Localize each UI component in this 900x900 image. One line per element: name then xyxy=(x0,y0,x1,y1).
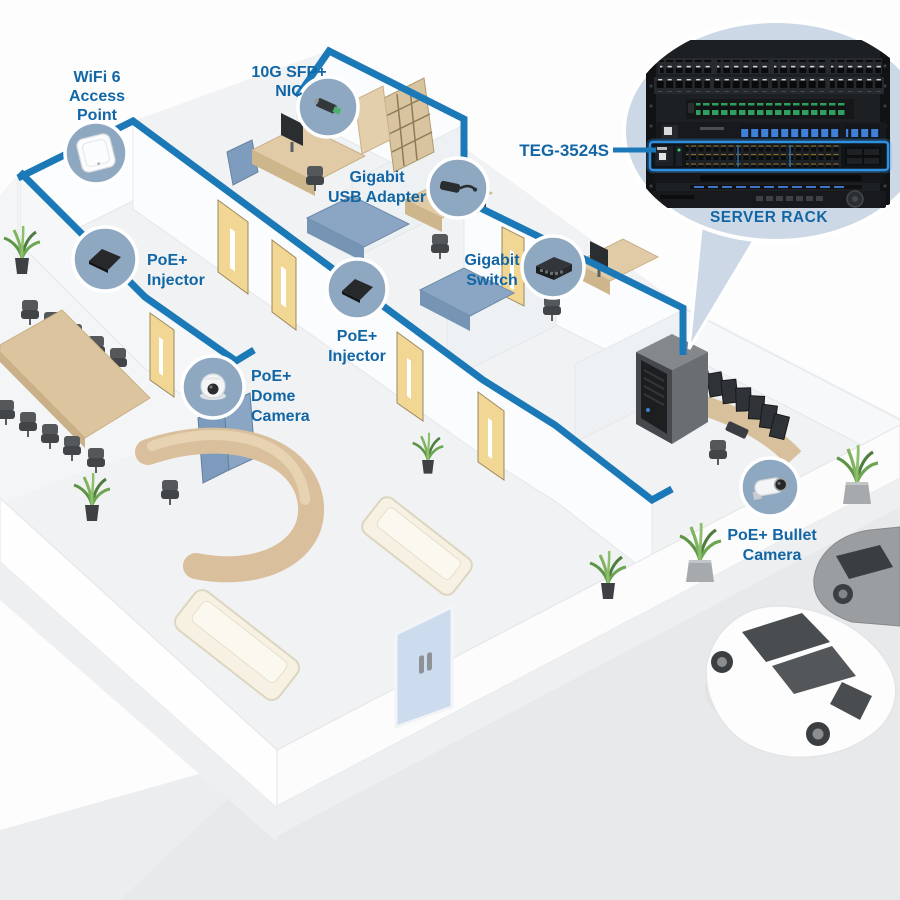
wifi-access-point-icon xyxy=(76,133,116,173)
grey-car xyxy=(813,526,900,627)
label-injector2-l2: Injector xyxy=(328,348,386,365)
glass-door xyxy=(394,604,454,730)
label-nic-l2: NIC xyxy=(275,83,303,100)
office-1 xyxy=(226,77,435,196)
label-gswitch-l2: Switch xyxy=(466,272,518,289)
poe-injector-icon xyxy=(89,249,121,273)
label-wifi6-l3: Point xyxy=(77,107,118,124)
server-rack-caption: SERVER RACK xyxy=(710,209,828,226)
label-usb-l2: USB Adapter xyxy=(328,189,426,206)
label-injector1-l2: Injector xyxy=(147,272,205,289)
conference-room xyxy=(0,299,151,474)
dome-camera-icon xyxy=(200,373,226,400)
callout-poe-bullet-camera xyxy=(739,456,801,518)
usb-adapter-icon xyxy=(439,180,478,193)
poe-injector-icon xyxy=(342,279,373,303)
white-car xyxy=(705,605,897,759)
callout-10g-sfp-nic xyxy=(296,75,360,139)
teg-model-text: TEG-3524S xyxy=(519,141,609,160)
label-usb-l1: Gigabit xyxy=(349,169,405,186)
label-dome-l2: Dome xyxy=(251,388,296,405)
lobby-sofas xyxy=(174,496,473,701)
label-injector2-l1: PoE+ xyxy=(337,328,377,345)
label-gswitch-l1: Gigabit xyxy=(464,252,520,269)
device-callouts xyxy=(63,75,801,518)
sfp-nic-icon xyxy=(313,98,342,115)
gigabit-switch-icon xyxy=(536,257,572,280)
callout-poe-dome-camera xyxy=(180,354,246,420)
security-room xyxy=(636,334,802,466)
bullet-camera-icon xyxy=(752,477,788,500)
rack-equipment xyxy=(646,40,892,208)
label-bullet-l1: PoE+ Bullet xyxy=(727,527,817,544)
label-wifi6-l2: Access xyxy=(69,88,125,105)
label-nic-l1: 10G SFP+ xyxy=(251,64,326,81)
doors xyxy=(149,199,525,481)
teg-3524s-label: TEG-3524S xyxy=(519,141,656,160)
label-injector1-l1: PoE+ xyxy=(147,252,187,269)
label-wifi6-l1: WiFi 6 xyxy=(74,69,121,86)
callout-gigabit-switch xyxy=(520,234,586,300)
callout-poe-injector-left xyxy=(71,225,139,293)
label-dome-l3: Camera xyxy=(251,408,310,425)
server-rack-bubble: SERVER RACK xyxy=(622,19,900,350)
callout-poe-injector-right xyxy=(325,257,389,321)
callout-gigabit-usb-adapter xyxy=(426,156,490,220)
callout-labels: WiFi 6 Access Point 10G SFP+ NIC Gigabit… xyxy=(69,64,817,564)
server-rack-cabinet xyxy=(636,334,708,444)
label-bullet-l2: Camera xyxy=(743,547,802,564)
label-dome-l1: PoE+ xyxy=(251,368,291,385)
exterior-walls xyxy=(0,424,900,842)
callout-wifi6-access-point xyxy=(63,120,129,186)
